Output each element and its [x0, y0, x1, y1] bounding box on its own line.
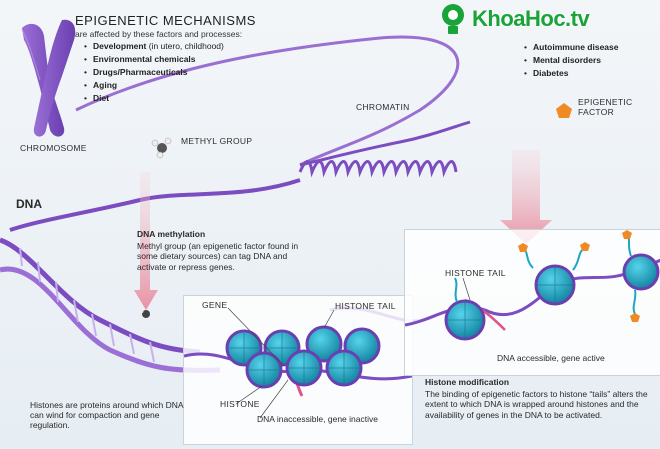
- factor-list: Development (in utero, childhood) Enviro…: [84, 40, 224, 105]
- watermark: KhoaHoc.tv: [436, 0, 660, 40]
- chromosome-shape: [21, 19, 76, 137]
- epigenetic-factor-label: EPIGENETIC FACTOR: [578, 97, 633, 118]
- dna-label: DNA: [16, 197, 42, 211]
- methyl-arrow: [134, 172, 158, 310]
- dna-inaccessible-label: DNA inaccessible, gene inactive: [257, 414, 378, 424]
- factor-item: Drugs/Pharmaceuticals: [84, 66, 224, 79]
- histone-modification-text: The binding of epigenetic factors to his…: [425, 389, 648, 420]
- gene-label: GENE: [202, 300, 228, 310]
- factor-item: Aging: [84, 79, 224, 92]
- histone-tail-label-left: HISTONE TAIL: [335, 301, 396, 311]
- chromatin-label: CHROMATIN: [356, 102, 410, 112]
- factor-item: Environmental chemicals: [84, 53, 224, 66]
- disease-item: Autoimmune disease: [524, 41, 618, 54]
- dna-accessible-label: DNA accessible, gene active: [497, 353, 605, 363]
- active-gene-panel: HISTONE TAIL DNA accessible, gene active: [404, 229, 660, 376]
- factor-item: Diet: [84, 92, 224, 105]
- histone-label: HISTONE: [220, 399, 260, 409]
- header-subtitle: are affected by these factors and proces…: [75, 29, 243, 39]
- methylation-text: Methyl group (an epigenetic factor found…: [137, 241, 299, 272]
- nucleosome-open: [405, 230, 660, 341]
- chromosome-label: CHROMOSOME: [20, 143, 87, 153]
- histone-modification-block: Histone modification The binding of epig…: [425, 377, 655, 420]
- disease-list: Autoimmune disease Mental disorders Diab…: [524, 41, 619, 80]
- histone-tail-label-right: HISTONE TAIL: [445, 268, 506, 278]
- epigenetic-factor-arrow: [500, 150, 552, 244]
- nucleosome-cluster: [184, 307, 412, 419]
- methyl-group-molecule: [138, 137, 172, 318]
- dna-double-helix: [0, 237, 221, 373]
- watermark-text: KhoaHoc.tv: [472, 6, 590, 31]
- header-title: EPIGENETIC MECHANISMS: [75, 13, 256, 28]
- disease-item: Mental disorders: [524, 54, 619, 67]
- methyl-group-label: METHYL GROUP: [181, 136, 253, 146]
- inactive-gene-panel: GENE HISTONE TAIL HISTONE DNA inaccessib…: [183, 295, 413, 445]
- epigenetic-factor-shape: [556, 103, 572, 118]
- disease-item: Diabetes: [524, 67, 619, 80]
- lightbulb-icon: [442, 4, 464, 34]
- methylation-block: DNA methylation Methyl group (an epigene…: [137, 229, 312, 272]
- histone-modification-title: Histone modification: [425, 377, 510, 387]
- factor-item: Development (in utero, childhood): [84, 40, 224, 53]
- histone-note: Histones are proteins around which DNA c…: [30, 400, 184, 431]
- methylation-title: DNA methylation: [137, 229, 206, 239]
